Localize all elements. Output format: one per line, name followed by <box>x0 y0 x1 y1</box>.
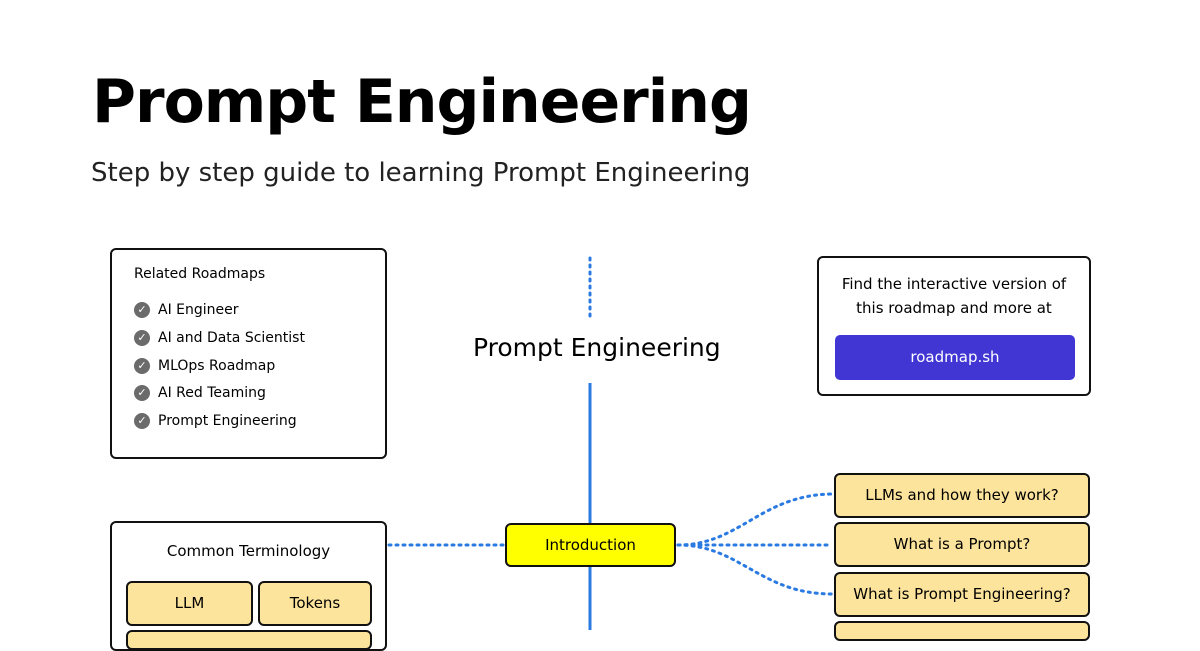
subtopic-next-partial[interactable] <box>834 621 1090 641</box>
common-terminology-panel: Common Terminology LLM Tokens <box>110 521 387 651</box>
check-circle-icon: ✓ <box>134 385 150 401</box>
related-roadmaps-panel: Related Roadmaps ✓ AI Engineer ✓ AI and … <box>110 248 387 459</box>
related-item-label: AI Red Teaming <box>158 385 266 401</box>
page-title: Prompt Engineering <box>92 67 752 137</box>
term-llm[interactable]: LLM <box>126 581 253 626</box>
roadmap-connectors <box>387 256 834 630</box>
related-item-mlops[interactable]: ✓ MLOps Roadmap <box>134 358 275 374</box>
page-subtitle: Step by step guide to learning Prompt En… <box>91 158 751 188</box>
interactive-line-1: Find the interactive version of <box>841 275 1067 293</box>
topic-introduction[interactable]: Introduction <box>505 523 676 567</box>
check-circle-icon: ✓ <box>134 330 150 346</box>
interactive-line-2: this roadmap and more at <box>856 299 1052 317</box>
interactive-version-panel: Find the interactive version of this roa… <box>817 256 1091 396</box>
related-item-ai-red-teaming[interactable]: ✓ AI Red Teaming <box>134 385 266 401</box>
related-item-ai-engineer[interactable]: ✓ AI Engineer <box>134 302 239 318</box>
related-item-ai-data-scientist[interactable]: ✓ AI and Data Scientist <box>134 330 305 346</box>
terminology-title: Common Terminology <box>166 542 331 560</box>
check-circle-icon: ✓ <box>134 358 150 374</box>
roadmap-title: Prompt Engineering <box>473 333 721 362</box>
related-roadmaps-title: Related Roadmaps <box>134 266 266 282</box>
related-item-prompt-engineering[interactable]: ✓ Prompt Engineering <box>134 413 297 429</box>
related-item-label: AI and Data Scientist <box>158 330 305 346</box>
interactive-version-text: Find the interactive version of this roa… <box>819 272 1089 320</box>
check-circle-icon: ✓ <box>134 302 150 318</box>
subtopic-llms[interactable]: LLMs and how they work? <box>834 473 1090 518</box>
subtopic-what-is-prompt-engineering[interactable]: What is Prompt Engineering? <box>834 572 1090 617</box>
related-item-label: MLOps Roadmap <box>158 358 276 374</box>
related-item-label: Prompt Engineering <box>158 413 297 429</box>
subtopic-what-is-prompt[interactable]: What is a Prompt? <box>834 522 1090 567</box>
related-item-label: AI Engineer <box>158 302 239 318</box>
roadmap-sh-button[interactable]: roadmap.sh <box>835 335 1075 380</box>
term-tokens[interactable]: Tokens <box>258 581 372 626</box>
term-next-partial[interactable] <box>126 630 372 650</box>
check-circle-icon: ✓ <box>134 413 150 429</box>
